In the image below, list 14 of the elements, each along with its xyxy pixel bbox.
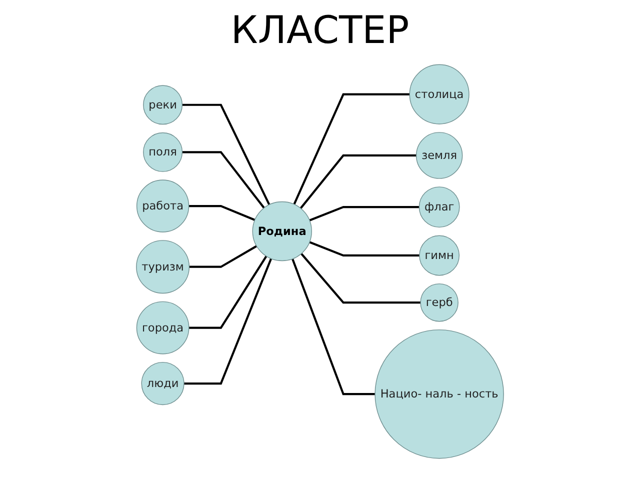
ellipse-node: земля — [416, 132, 463, 178]
slide-title: КЛАСТЕР — [230, 8, 410, 52]
ellipse-node: поля — [143, 132, 183, 172]
ellipse-node: Родина — [252, 200, 312, 261]
ellipse-node: города — [136, 300, 190, 354]
ellipse-node: гимн — [419, 234, 460, 276]
ellipse-node: герб — [420, 282, 458, 322]
ellipse-node: люди — [141, 361, 184, 405]
ellipse-node: флаг — [418, 186, 460, 228]
ellipse-node: Нацио- наль - ность — [374, 328, 504, 458]
ellipse-node: работа — [136, 179, 190, 232]
ellipse-node: столица — [409, 64, 470, 124]
ellipse-node: туризм — [136, 240, 190, 294]
ellipse-node: реки — [143, 84, 183, 124]
